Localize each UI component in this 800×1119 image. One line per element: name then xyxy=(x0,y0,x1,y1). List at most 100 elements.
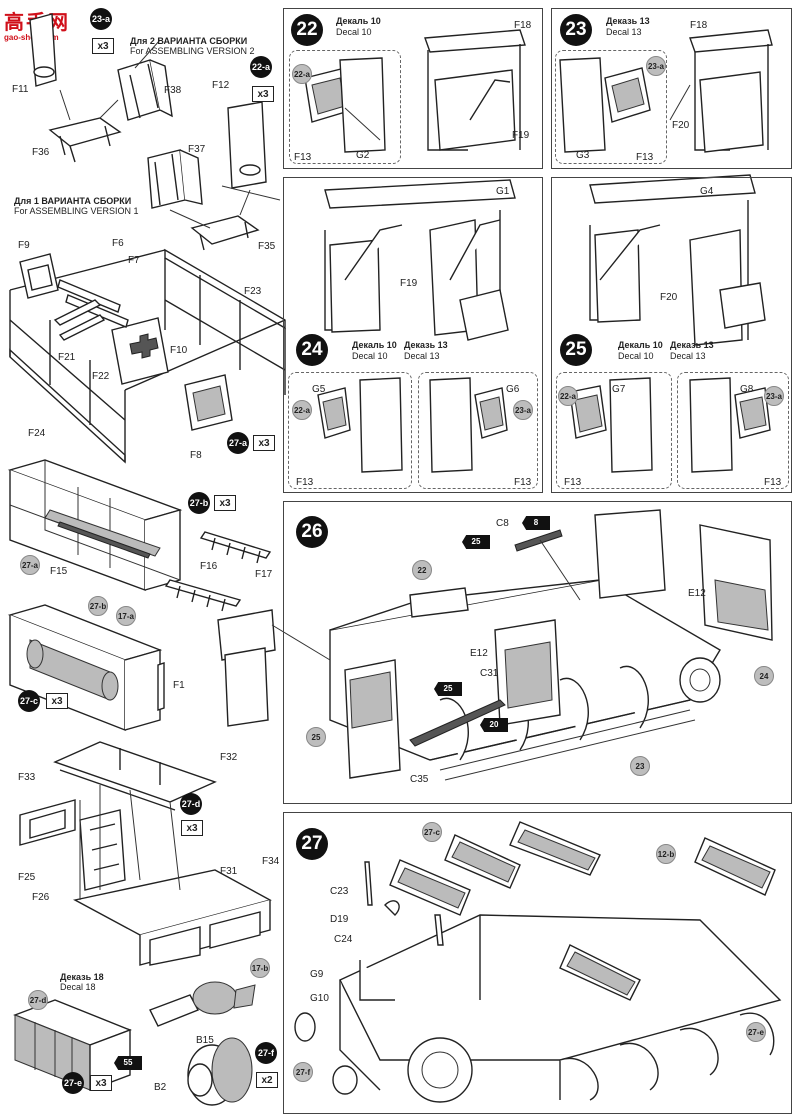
step26-gbadge-23: 23 xyxy=(630,756,650,776)
step22-drawing xyxy=(304,29,526,153)
label-f26: F26 xyxy=(32,892,50,903)
step-24-number: 24 xyxy=(296,334,328,366)
step22-detail-box xyxy=(289,50,401,164)
frame-f31-f34-drawing xyxy=(19,741,272,966)
step-23-number: 23 xyxy=(560,14,592,46)
rails-f6-f7-drawing xyxy=(53,279,129,341)
label-f8: F8 xyxy=(190,450,202,461)
badge-27d: 27-d xyxy=(180,793,202,815)
step25-gbadge-22a: 22-a xyxy=(558,386,578,406)
step25-decal13-en: Decal 13 xyxy=(670,351,706,361)
frame-f23-f24-drawing xyxy=(9,248,286,464)
mult-27c: x3 xyxy=(46,693,68,709)
step23-decal-ru: Деказь 13 xyxy=(606,16,650,26)
label-f35: F35 xyxy=(258,241,276,252)
step25-g7: G7 xyxy=(612,384,626,395)
version2-en: For ASSEMBLING VERSION 2 xyxy=(130,46,255,56)
mult-23a: x3 xyxy=(92,38,114,54)
step27-gbadge-12b: 12-b xyxy=(656,844,676,864)
step23-panel xyxy=(551,8,792,169)
paint-55: 55 xyxy=(114,1056,142,1070)
gbadge-17b: 17-b xyxy=(250,958,270,978)
label-f23: F23 xyxy=(244,286,262,297)
label-f6: F6 xyxy=(112,238,124,249)
frame-f11-drawing xyxy=(29,13,57,87)
step25-decal10-en: Decal 10 xyxy=(618,351,654,361)
step24-f13a: F13 xyxy=(296,477,314,488)
step26-c31: C31 xyxy=(480,668,499,679)
step22-f13: F13 xyxy=(294,152,312,163)
step-22-number: 22 xyxy=(291,14,323,46)
cross-panel-f10-drawing xyxy=(111,317,169,385)
label-f9: F9 xyxy=(18,240,30,251)
label-f38: F38 xyxy=(164,85,182,96)
step24-gbadge-23a: 23-a xyxy=(513,400,533,420)
step25-panel xyxy=(551,177,792,493)
step22-decal-ru: Декаль 10 xyxy=(336,16,381,26)
seat-f37-drawing xyxy=(147,149,203,209)
step23-f13: F13 xyxy=(636,152,654,163)
label-f11: F11 xyxy=(12,84,29,95)
crate-f14-drawing xyxy=(7,459,183,592)
label-f37: F37 xyxy=(188,144,206,155)
step26-c8: C8 xyxy=(496,518,509,529)
step26-gbadge-22: 22 xyxy=(412,560,432,580)
step24-f13b: F13 xyxy=(514,477,532,488)
panel-f12-drawing xyxy=(221,101,281,201)
step23-g3: G3 xyxy=(576,150,590,161)
step25-gbadge-23a: 23-a xyxy=(764,386,784,406)
badge-23a: 23-a xyxy=(90,8,112,30)
gbadge-27a: 27-a xyxy=(20,555,40,575)
label-f24: F24 xyxy=(28,428,46,439)
version1-en: For ASSEMBLING VERSION 1 xyxy=(14,206,139,216)
badge-27c: 27-c xyxy=(18,690,40,712)
step25-decal13-ru: Деказь 13 xyxy=(670,340,714,350)
step27-panel xyxy=(283,812,792,1114)
step22-f18: F18 xyxy=(514,20,532,31)
label-f25: F25 xyxy=(18,872,36,883)
decal18-ru: Деказь 18 xyxy=(60,972,104,982)
label-f15-b: F15 xyxy=(50,566,68,577)
rocket-crate-drawing xyxy=(7,604,165,732)
step24-g5: G5 xyxy=(312,384,326,395)
step24-g6: G6 xyxy=(506,384,520,395)
label-f22: F22 xyxy=(92,371,110,382)
seat-f35-drawing xyxy=(190,215,260,251)
step25-detail-left xyxy=(556,372,672,489)
version2-ru: Для 2 ВАРИАНТА СБОРКИ xyxy=(130,36,248,46)
step25-g8: G8 xyxy=(740,384,754,395)
label-f7: F7 xyxy=(128,255,140,266)
step25-decal10-ru: Декаль 10 xyxy=(618,340,663,350)
step-26-number: 26 xyxy=(296,516,328,548)
cones-b15-b2-drawing xyxy=(187,1037,253,1106)
step27-c24: C24 xyxy=(334,934,353,945)
step26-paint-25a: 25 xyxy=(462,535,490,549)
badge-27f: 27-f xyxy=(255,1042,277,1064)
label-f34: F34 xyxy=(262,856,280,867)
step24-decal13-en: Decal 13 xyxy=(404,351,440,361)
step24-decal13-ru: Деказь 13 xyxy=(404,340,448,350)
step27-g9: G9 xyxy=(310,969,324,980)
label-f33: F33 xyxy=(18,772,36,783)
step25-f13b: F13 xyxy=(764,477,782,488)
step24-detail-left xyxy=(288,372,412,489)
gbadge-27b: 27-b xyxy=(88,596,108,616)
gbadge-27d: 27-d xyxy=(28,990,48,1010)
step24-decal10-en: Decal 10 xyxy=(352,351,388,361)
step23-decal-en: Decal 13 xyxy=(606,27,642,37)
label-f1: F1 xyxy=(173,680,185,691)
mult-22a: x3 xyxy=(252,86,274,102)
label-f12: F12 xyxy=(212,80,230,91)
step26-e12b: E12 xyxy=(470,648,488,659)
label-f31: F31 xyxy=(220,866,238,877)
step27-c23: C23 xyxy=(330,886,349,897)
badge-22a: 22-a xyxy=(250,56,272,78)
gbadge-17a: 17-a xyxy=(116,606,136,626)
version1-ru: Для 1 ВАРИАНТА СБОРКИ xyxy=(14,196,132,206)
box-f9-drawing xyxy=(19,253,59,299)
step22-panel xyxy=(283,8,543,169)
step22-g2: G2 xyxy=(356,150,370,161)
decal18-en: Decal 18 xyxy=(60,982,96,992)
step23-drawing xyxy=(559,29,773,153)
step26-vehicle-drawing xyxy=(217,509,773,781)
